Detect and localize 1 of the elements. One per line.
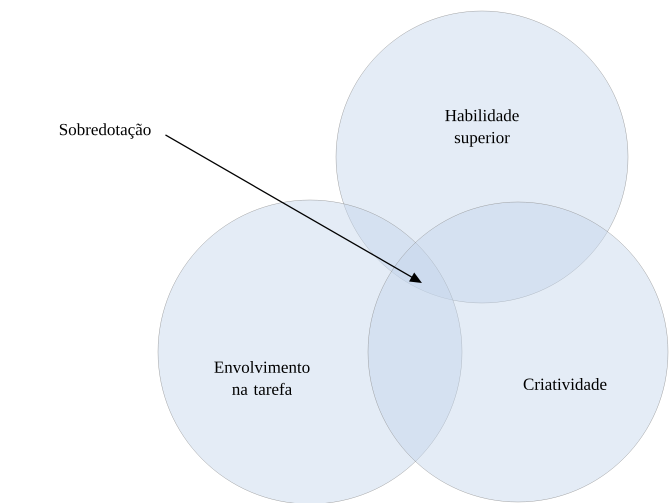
label-text: Sobredotação [60,123,151,139]
